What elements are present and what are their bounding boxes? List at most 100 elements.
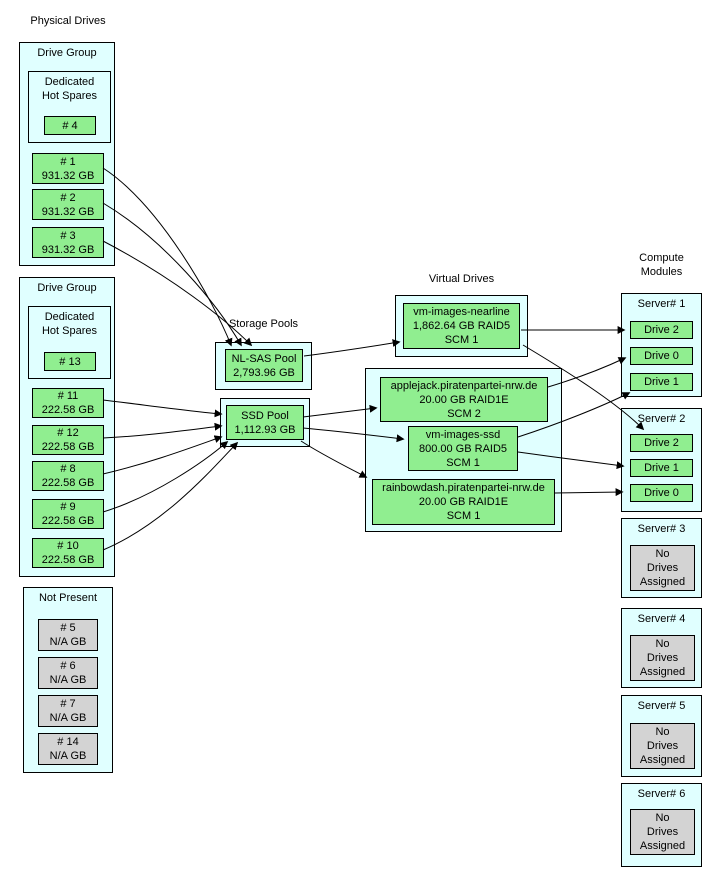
server-3-label: Server# 3 (637, 523, 686, 535)
server-1-drive-2-label: Drive 2 (644, 324, 679, 336)
drive-6: # 6 N/A GB (38, 657, 98, 689)
hot-spares-group-1: Dedicated Hot Spares # 4 (28, 71, 111, 143)
server-6: Server# 6 No Drives Assigned (621, 783, 702, 867)
drive-12-id: # 12 (57, 427, 79, 439)
edge-drive11-to-ssd (102, 399, 223, 418)
drive-4: # 4 (44, 116, 96, 135)
drive-14: # 14 N/A GB (38, 733, 98, 765)
ssd-pool-cluster: SSD Pool 1,112.93 GB (220, 398, 310, 447)
vd-ssd-name: vm-images-ssd (425, 428, 501, 441)
drive-group-2: Drive Group Dedicated Hot Spares # 13 # … (19, 277, 115, 577)
vd-ssd-size: 800.00 GB RAID5 (418, 442, 508, 455)
vd-nearline-name: vm-images-nearline (413, 306, 510, 318)
server-1-drive-1-label: Drive 1 (644, 376, 679, 388)
drive-7: # 7 N/A GB (38, 695, 98, 727)
server-4-label: Server# 4 (637, 613, 686, 625)
drive-8: # 8 222.58 GB (32, 461, 104, 491)
ssd-pool-name: SSD Pool (241, 409, 289, 422)
nl-sas-pool-cluster: NL-SAS Pool 2,793.96 GB (215, 342, 312, 390)
drive-9-id: # 9 (60, 501, 76, 513)
server-2-drive-2: Drive 2 (630, 434, 693, 452)
server-5-label: Server# 5 (637, 700, 686, 712)
virtual-drives-title: Virtual Drives (428, 273, 495, 285)
drive-9-size: 222.58 GB (41, 515, 95, 527)
edge-ssd-to-rainbowdash (300, 440, 368, 478)
physical-drives-title: Physical Drives (30, 15, 106, 27)
vd-applejack-size: 20.00 GB RAID1E (419, 393, 509, 406)
edge-drive1-to-nlsas (102, 167, 233, 347)
vd-applejack-scm: SCM 2 (447, 407, 481, 420)
drive-group-2-label: Drive Group (37, 282, 97, 294)
server-6-label: Server# 6 (637, 788, 686, 800)
server-3-no-drives: No Drives Assigned (630, 545, 695, 591)
drive-7-size: N/A GB (49, 712, 87, 724)
compute-modules-title: Compute Modules (639, 252, 684, 278)
drive-3-id: # 3 (60, 229, 76, 242)
drive-7-id: # 7 (60, 698, 76, 710)
server-2-drive-2-label: Drive 2 (644, 437, 679, 449)
server-5: Server# 5 No Drives Assigned (621, 695, 702, 777)
edge-rainbowdash-to-server2-drive0 (554, 488, 624, 497)
drive-group-1-label: Drive Group (37, 47, 97, 59)
hot-spares-group-2: Dedicated Hot Spares # 13 (28, 306, 111, 379)
edge-drive12-to-ssd (102, 422, 223, 439)
edge-drive10-to-ssd (102, 441, 239, 551)
drive-8-id: # 8 (60, 463, 76, 475)
nl-sas-pool: NL-SAS Pool 2,793.96 GB (225, 349, 303, 382)
server-4-no-drives: No Drives Assigned (630, 635, 695, 681)
nl-sas-pool-size: 2,793.96 GB (233, 366, 295, 379)
drive-10-size: 222.58 GB (41, 554, 95, 566)
drive-6-size: N/A GB (49, 674, 87, 686)
vd-nearline-cluster: vm-images-nearline 1,862.64 GB RAID5 SCM… (395, 295, 528, 357)
vd-vm-images-nearline: vm-images-nearline 1,862.64 GB RAID5 SCM… (403, 303, 520, 349)
vd-nearline-scm: SCM 1 (444, 334, 479, 346)
drive-1-id: # 1 (60, 155, 76, 168)
server-4: Server# 4 No Drives Assigned (621, 608, 702, 688)
drive-3-size: 931.32 GB (41, 243, 95, 256)
drive-group-1: Drive Group Dedicated Hot Spares # 4 # 1… (19, 42, 115, 266)
nl-sas-pool-name: NL-SAS Pool (231, 352, 297, 365)
edge-nlsas-to-nearline (303, 339, 401, 357)
vd-rainbowdash-scm: SCM 1 (446, 510, 481, 522)
server-3-no-drives-label: No Drives Assigned (639, 548, 686, 588)
edge-drive8-to-ssd (102, 435, 223, 475)
server-2-drive-1: Drive 1 (630, 459, 693, 477)
vd-ssd-cluster: applejack.piratenpartei-nrw.de 20.00 GB … (365, 368, 562, 532)
server-1-label: Server# 1 (637, 298, 686, 310)
server-1: Server# 1 Drive 2 Drive 0 Drive 1 (621, 293, 702, 397)
drive-12: # 12 222.58 GB (32, 425, 104, 455)
server-5-no-drives-label: No Drives Assigned (639, 726, 686, 766)
drive-8-size: 222.58 GB (41, 477, 95, 489)
drive-6-id: # 6 (60, 660, 76, 672)
vd-rainbowdash-name: rainbowdash.piratenpartei-nrw.de (382, 482, 545, 494)
vd-applejack: applejack.piratenpartei-nrw.de 20.00 GB … (380, 377, 548, 422)
drive-2-size: 931.32 GB (41, 205, 95, 218)
vd-rainbowdash-size: 20.00 GB RAID1E (418, 496, 509, 508)
edge-drive9-to-ssd (102, 440, 229, 513)
drive-1: # 1 931.32 GB (32, 153, 104, 184)
server-1-drive-1: Drive 1 (630, 373, 693, 391)
drive-3: # 3 931.32 GB (32, 227, 104, 258)
server-2-label: Server# 2 (637, 413, 686, 425)
drive-2: # 2 931.32 GB (32, 189, 104, 220)
drive-10-id: # 10 (57, 540, 79, 552)
not-present-label: Not Present (38, 592, 98, 604)
drive-10: # 10 222.58 GB (32, 538, 104, 568)
drive-5: # 5 N/A GB (38, 619, 98, 651)
drive-2-id: # 2 (60, 191, 76, 204)
server-2-drive-0: Drive 0 (630, 484, 693, 502)
server-3: Server# 3 No Drives Assigned (621, 518, 702, 598)
drive-9: # 9 222.58 GB (32, 499, 104, 529)
server-2-drive-0-label: Drive 0 (644, 487, 679, 499)
vd-rainbowdash: rainbowdash.piratenpartei-nrw.de 20.00 G… (372, 479, 555, 525)
server-6-no-drives-label: No Drives Assigned (639, 812, 686, 852)
drive-1-size: 931.32 GB (41, 169, 95, 182)
server-1-drive-0-label: Drive 0 (644, 350, 679, 362)
drive-11: # 11 222.58 GB (32, 388, 104, 418)
drive-11-size: 222.58 GB (41, 404, 95, 416)
ssd-pool-size: 1,112.93 GB (234, 423, 296, 436)
hot-spares-2-label: Dedicated Hot Spares (41, 311, 98, 337)
server-1-drive-0: Drive 0 (630, 347, 693, 365)
server-4-no-drives-label: No Drives Assigned (639, 638, 686, 678)
